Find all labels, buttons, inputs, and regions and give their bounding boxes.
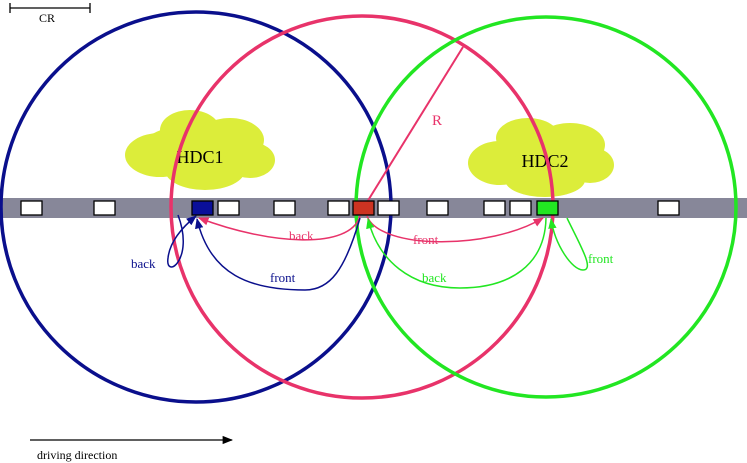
vehicle <box>273 200 296 216</box>
scale-label: CR <box>39 11 55 25</box>
scale-bar <box>9 3 91 13</box>
vehicle <box>377 200 400 216</box>
red-front-label: front <box>413 232 439 247</box>
hdc2-cloud <box>468 118 614 197</box>
red-back-arrow <box>198 215 361 241</box>
green-back-arrow <box>366 217 547 289</box>
green-back-label: back <box>422 270 447 285</box>
green-front-label: front <box>588 251 614 266</box>
vehicle <box>509 200 532 216</box>
hdc2-label: HDC2 <box>521 151 568 171</box>
vehicle <box>483 200 506 216</box>
hdc1-cloud <box>125 110 275 190</box>
vehicle <box>327 200 350 216</box>
blue-front-label: front <box>270 270 296 285</box>
driving-direction-label: driving direction <box>37 448 117 462</box>
vehicle <box>426 200 449 216</box>
blue-vehicle <box>191 200 214 216</box>
blue-back-loop-arrow <box>167 214 197 268</box>
vehicle <box>93 200 116 216</box>
vehicle <box>657 200 680 216</box>
red-vehicle <box>352 200 375 216</box>
red-back-label: back <box>289 228 314 243</box>
blue-front-arrow <box>195 217 361 291</box>
blue-back-label: back <box>131 256 156 271</box>
vehicle <box>20 200 43 216</box>
green-vehicle <box>536 200 559 216</box>
vehicle <box>217 200 240 216</box>
green-front-loop-arrow <box>548 217 589 271</box>
radius-label: R <box>432 113 442 129</box>
hdc1-label: HDC1 <box>176 147 223 167</box>
red-front-arrow <box>366 215 544 243</box>
radius-line <box>363 46 464 208</box>
vehicles <box>20 200 680 216</box>
